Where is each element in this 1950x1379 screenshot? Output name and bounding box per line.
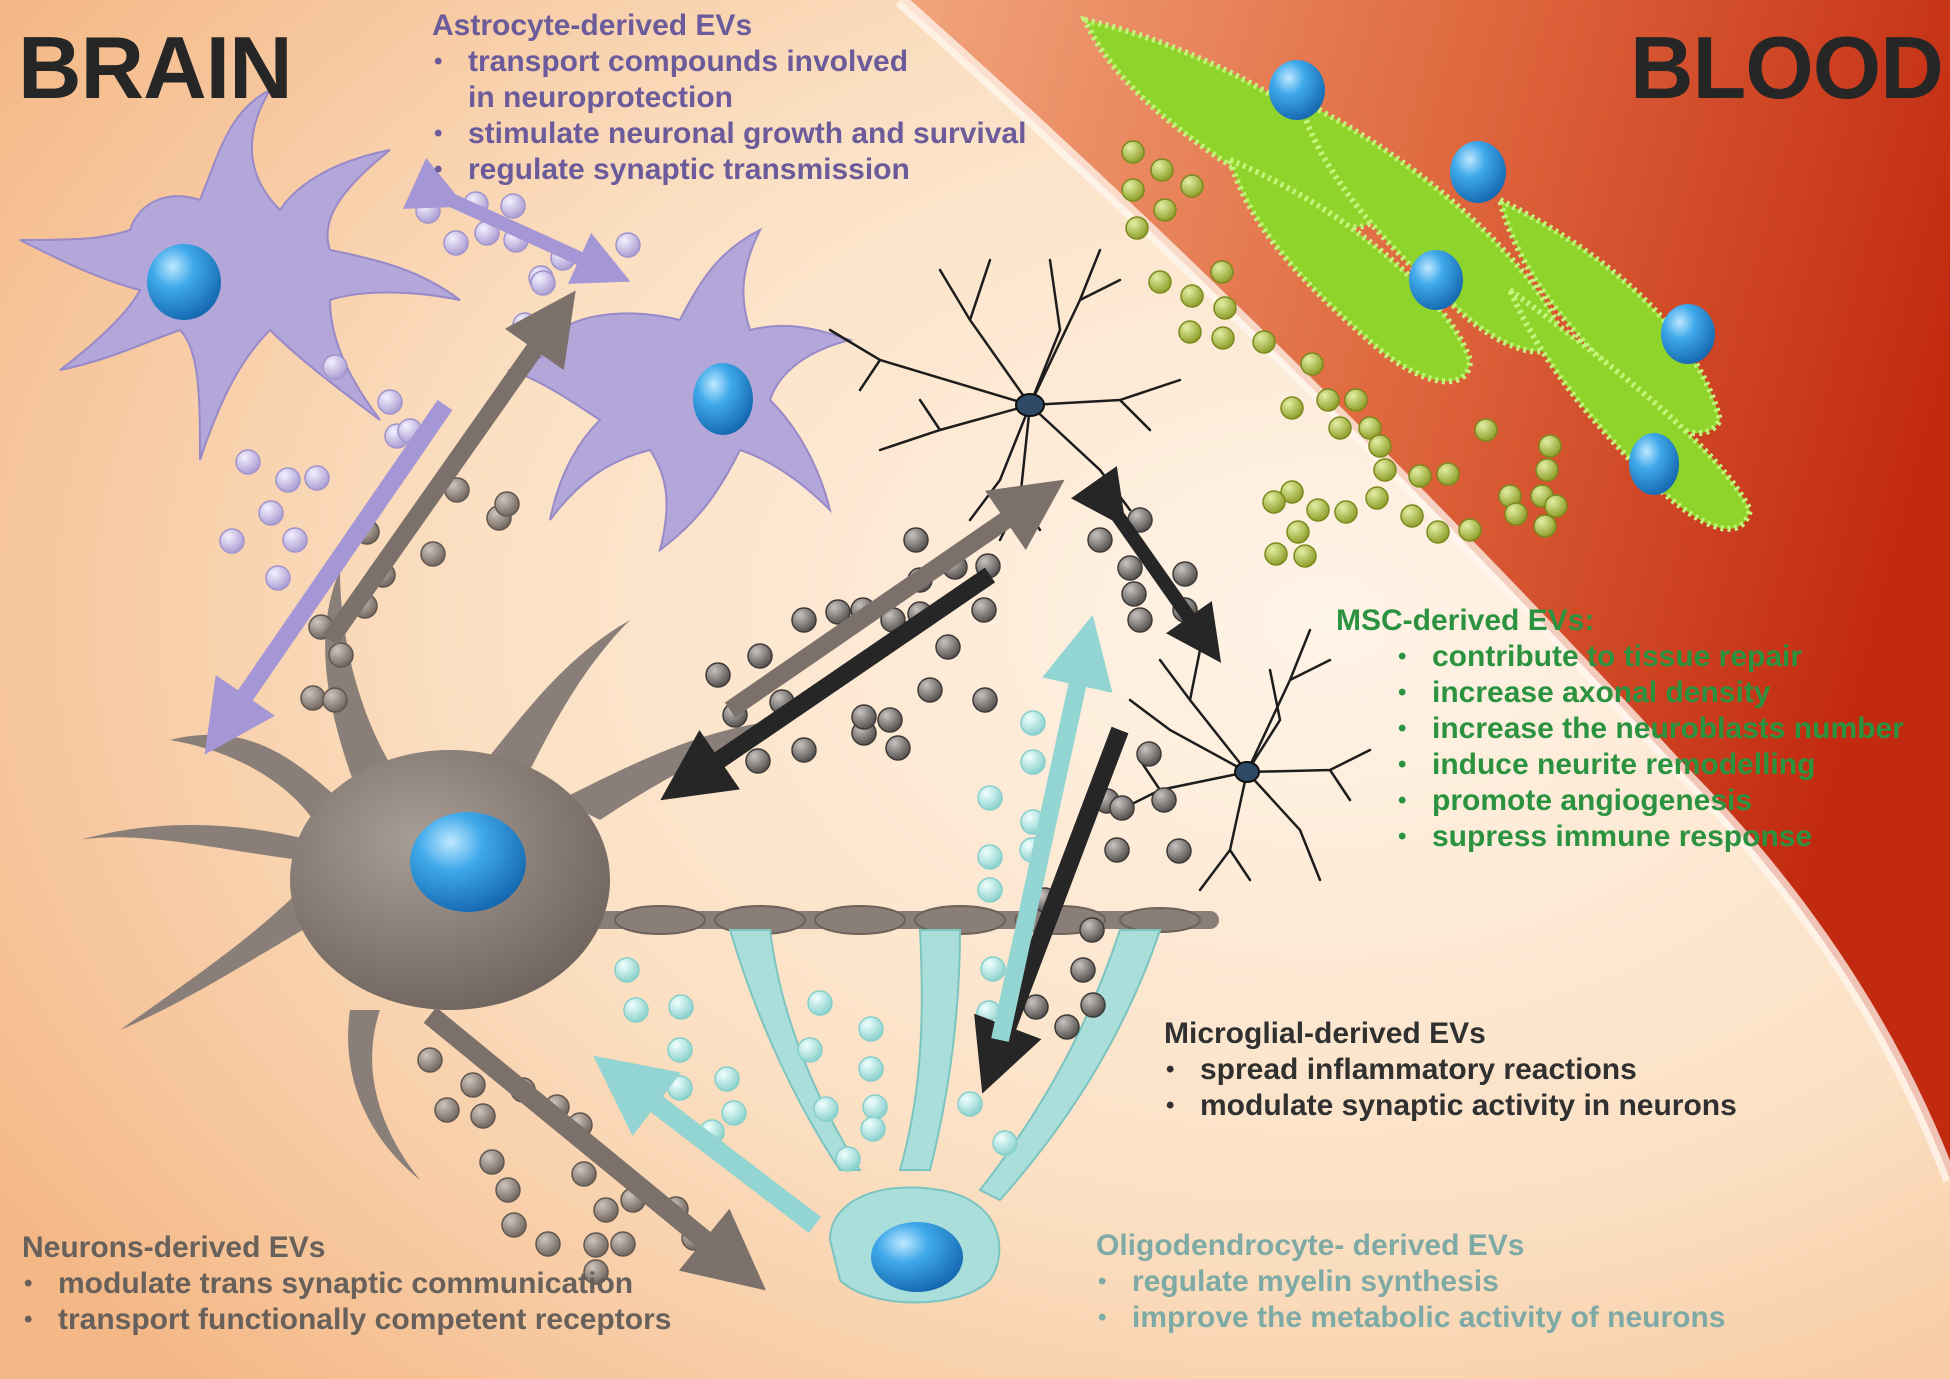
- neuron-ev-title: Neurons-derived EVs: [22, 1231, 326, 1264]
- msc-nuclei: [1269, 60, 1715, 495]
- neuron-cell: [80, 570, 780, 1180]
- oligodendrocyte-ev-title: Oligodendrocyte- derived EVs: [1096, 1229, 1525, 1262]
- astrocyte-ev-item: in neuroprotection: [468, 81, 733, 114]
- neuron-nucleus: [410, 812, 526, 912]
- blood-region: [900, 0, 1950, 1180]
- microglial-ev-item: spread inflammatory reactions: [1164, 1052, 1737, 1088]
- msc-cells: [1079, 15, 1754, 532]
- microglia-to-neuron-arrow: [660, 567, 996, 801]
- astrocyte-ev-item: stimulate neuronal growth and survival: [432, 116, 1026, 152]
- microglial-ev-title: Microglial-derived EVs: [1164, 1017, 1486, 1050]
- astrocyte-exchange-arrow: [402, 157, 631, 284]
- msc-ev-item: increase axonal density: [1396, 675, 1904, 711]
- astrocyte-ev-item: regulate synaptic transmission: [432, 152, 1026, 188]
- astrocyte-nuclei: [147, 244, 753, 435]
- microglial-ev-item: modulate synaptic activity in neurons: [1164, 1088, 1737, 1124]
- oligodendrocyte-ev-item: regulate myelin synthesis: [1096, 1264, 1725, 1300]
- oligodendrocyte-ev-item: improve the metabolic activity of neuron…: [1096, 1300, 1725, 1336]
- microglia-exchange-arrow: [1070, 465, 1222, 663]
- msc-ev-item: increase the neuroblasts number: [1396, 711, 1904, 747]
- neuron-to-microglia-arrow: [724, 479, 1065, 718]
- neuron-ev-item: transport functionally competent recepto…: [22, 1302, 671, 1338]
- brain-label: BRAIN: [18, 18, 293, 117]
- neuron-ev-item: modulate trans synaptic communication: [22, 1266, 671, 1302]
- microglia-soma-1: [1015, 393, 1045, 417]
- msc-vesicles: [1121, 140, 1568, 568]
- microglial-vesicles: [705, 507, 1198, 1040]
- neuron-ev-block: Neurons-derived EVs modulate trans synap…: [22, 1230, 671, 1338]
- astrocyte-ev-block: Astrocyte-derived EVs transport compound…: [432, 8, 1026, 188]
- ev-transport-arrows: [204, 157, 1222, 1291]
- astrocyte-to-neuron-arrow: [204, 399, 453, 755]
- msc-ev-item: contribute to tissue repair: [1396, 639, 1904, 675]
- microglial-ev-block: Microglial-derived EVs spread inflammato…: [1164, 1016, 1737, 1124]
- msc-ev-title: MSC-derived EVs:: [1336, 604, 1595, 637]
- astrocyte-ev-title: Astrocyte-derived EVs: [432, 9, 753, 42]
- blood-label: BLOOD: [1630, 18, 1944, 117]
- neuron-to-astrocyte-arrow: [322, 290, 576, 646]
- oligodendrocyte-nucleus: [871, 1222, 963, 1292]
- msc-ev-item: promote angiogenesis: [1396, 783, 1904, 819]
- msc-ev-block: MSC-derived EVs: contribute to tissue re…: [1336, 603, 1904, 855]
- msc-ev-item: induce neurite remodelling: [1396, 747, 1904, 783]
- astrocyte-ev-item: transport compounds involved: [432, 44, 1026, 80]
- oligodendrocyte-to-microglia-arrow: [991, 614, 1113, 1042]
- oligodendrocyte-ev-block: Oligodendrocyte- derived EVs regulate my…: [1096, 1228, 1725, 1336]
- microglia-soma-2: [1234, 761, 1260, 783]
- msc-ev-item: supress immune response: [1396, 819, 1904, 855]
- neuron-to-oligodendrocyte-arrow: [423, 1007, 766, 1291]
- oligodendrocyte-to-neuron-arrow: [593, 1055, 822, 1233]
